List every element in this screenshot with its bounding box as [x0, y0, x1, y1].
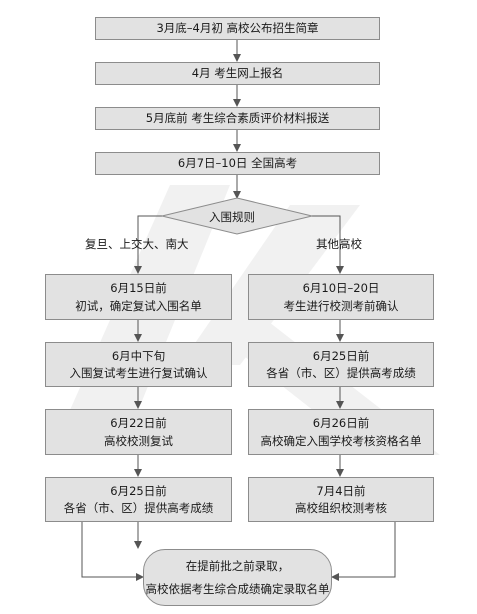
left-step-4-date: 6月25日前: [110, 483, 167, 498]
left-step-4-text: 各省（市、区）提供高考成绩: [63, 501, 214, 516]
right-step-1-date: 6月10日–20日: [302, 280, 380, 295]
step-1-text: 3月底–4月初 高校公布招生简章: [156, 21, 319, 36]
right-step-2-box: 6月25日前 各省（市、区）提供高考成绩: [248, 342, 434, 387]
left-step-1-date: 6月15日前: [110, 280, 167, 295]
branch-right-line: [310, 215, 344, 274]
right-step-2-date: 6月25日前: [312, 348, 370, 363]
left-step-1-text: 初试，确定复试入围名单: [75, 298, 202, 313]
branch-left-line: [134, 215, 165, 274]
right-to-final-line: [331, 522, 396, 581]
left-step-2-box: 6月中下旬 入围复试考生进行复试确认: [45, 342, 232, 387]
right-step-2-text: 各省（市、区）提供高考成绩: [266, 366, 416, 381]
step-2-text: 4月 考生网上报名: [191, 66, 284, 81]
right-step-3-text: 高校确定入围学校考核资格名单: [260, 433, 422, 448]
left-branch-label: 复旦、上交大、南大: [85, 237, 189, 251]
right-step-4-box: 7月4日前 高校组织校测考核: [248, 477, 434, 522]
final-admission-box: 在提前批之前录取， 高校依据考生综合成绩确定录取名单: [143, 549, 332, 606]
left-to-final-line: [81, 522, 144, 581]
right-step-3-box: 6月26日前 高校确定入围学校考核资格名单: [248, 409, 434, 455]
decision-label: 入围规则: [209, 210, 255, 224]
right-step-4-date: 7月4日前: [316, 483, 366, 498]
decision-diamond: [161, 197, 313, 235]
final-line-2: 高校依据考生综合成绩确定录取名单: [145, 582, 330, 597]
left-step-4-box: 6月25日前 各省（市、区）提供高考成绩: [45, 477, 232, 522]
final-line-1: 在提前批之前录取，: [185, 558, 290, 573]
step-4-text: 6月7日–10日 全国高考: [177, 156, 298, 171]
left-step-2-date: 6月中下旬: [111, 348, 166, 363]
right-step-1-box: 6月10日–20日 考生进行校测考前确认: [248, 274, 434, 320]
left-step-3-date: 6月22日前: [110, 415, 167, 430]
right-step-3-date: 6月26日前: [312, 415, 370, 430]
left-step-1-box: 6月15日前 初试，确定复试入围名单: [45, 274, 232, 320]
left-step-3-text: 高校校测复试: [104, 433, 173, 448]
left-step-2-text: 入围复试考生进行复试确认: [69, 366, 208, 381]
step-3-box: 5月底前 考生综合素质评价材料报送: [95, 107, 380, 130]
right-branch-label: 其他高校: [316, 237, 362, 251]
left-step-3-box: 6月22日前 高校校测复试: [45, 409, 232, 455]
step-3-text: 5月底前 考生综合素质评价材料报送: [145, 111, 330, 126]
step-2-box: 4月 考生网上报名: [95, 62, 380, 85]
step-4-box: 6月7日–10日 全国高考: [95, 152, 380, 175]
right-step-4-text: 高校组织校测考核: [295, 501, 387, 516]
step-1-box: 3月底–4月初 高校公布招生简章: [95, 17, 380, 40]
right-step-1-text: 考生进行校测考前确认: [283, 298, 399, 313]
